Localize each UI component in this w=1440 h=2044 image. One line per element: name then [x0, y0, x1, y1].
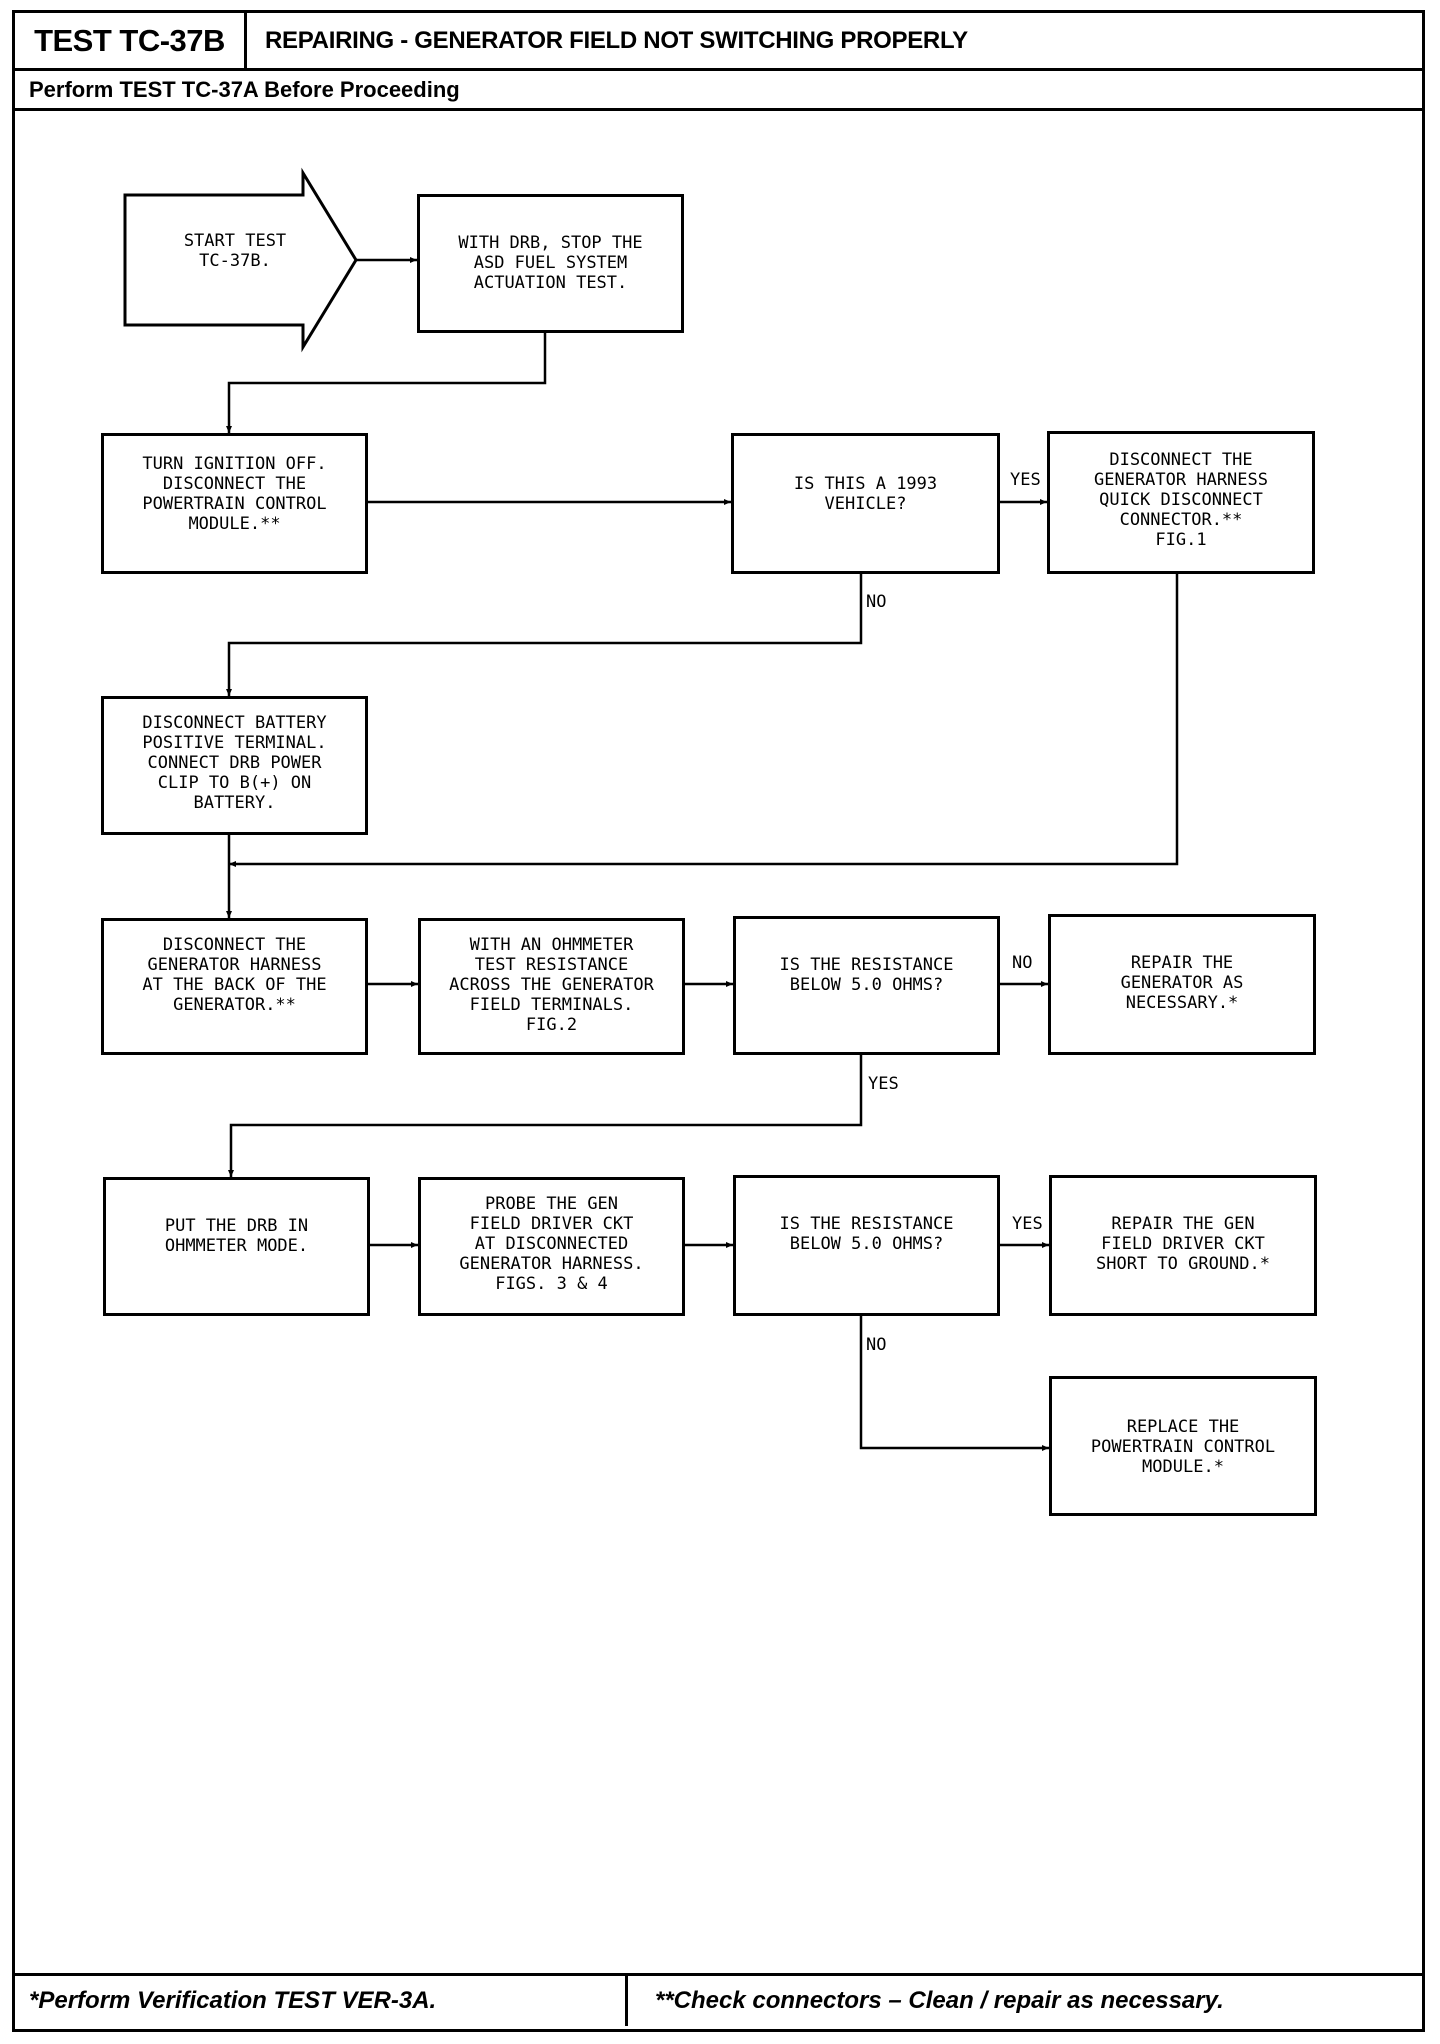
connector-q2-no — [859, 1316, 1049, 1451]
step-disconnect-battery: DISCONNECT BATTERY POSITIVE TERMINAL. CO… — [101, 696, 368, 835]
connector-quick-to-merge — [229, 574, 1179, 867]
step-ohmmeter-test: WITH AN OHMMETER TEST RESISTANCE ACROSS … — [418, 918, 685, 1055]
step-ignition-off: TURN IGNITION OFF. DISCONNECT THE POWERT… — [101, 433, 368, 574]
step-repair-generator: REPAIR THE GENERATOR AS NECESSARY.* — [1048, 914, 1316, 1055]
start-test-label: START TEST TC-37B. — [183, 231, 287, 271]
decision-resistance-2: IS THE RESISTANCE BELOW 5.0 OHMS? — [733, 1175, 1000, 1316]
connector-1993-no — [226, 574, 863, 696]
test-title: REPAIRING - GENERATOR FIELD NOT SWITCHIN… — [265, 26, 968, 54]
connector-q1-yes — [228, 1055, 863, 1177]
footer-divider — [625, 1976, 628, 2026]
footer-bar: *Perform Verification TEST VER-3A. **Che… — [15, 1973, 1422, 2029]
step-stop-asd-test: WITH DRB, STOP THE ASD FUEL SYSTEM ACTUA… — [417, 194, 684, 333]
step-disconnect-quick-connector: DISCONNECT THE GENERATOR HARNESS QUICK D… — [1047, 431, 1315, 574]
decision-resistance-1: IS THE RESISTANCE BELOW 5.0 OHMS? — [733, 916, 1000, 1055]
label-yes-resistance-1: YES — [868, 1074, 899, 1094]
label-yes-resistance-2: YES — [1012, 1214, 1043, 1234]
prerequisite-note: Perform TEST TC-37A Before Proceeding — [15, 71, 1422, 111]
step-replace-pcm: REPLACE THE POWERTRAIN CONTROL MODULE.* — [1049, 1376, 1317, 1516]
label-no-1993: NO — [866, 592, 887, 612]
label-no-resistance-2: NO — [866, 1335, 887, 1355]
label-yes-1993: YES — [1010, 470, 1041, 490]
step-repair-short-to-ground: REPAIR THE GEN FIELD DRIVER CKT SHORT TO… — [1049, 1175, 1317, 1316]
step-disconnect-harness-back: DISCONNECT THE GENERATOR HARNESS AT THE … — [101, 918, 368, 1055]
test-id: TEST TC-37B — [15, 13, 247, 68]
footer-verification-note: *Perform Verification TEST VER-3A. — [29, 1987, 437, 2014]
header-bar: TEST TC-37B REPAIRING - GENERATOR FIELD … — [15, 13, 1422, 71]
step-probe-gen-field: PROBE THE GEN FIELD DRIVER CKT AT DISCON… — [418, 1177, 685, 1316]
footer-connector-note: **Check connectors – Clean / repair as n… — [655, 1987, 1224, 2014]
step-drb-ohmmeter-mode: PUT THE DRB IN OHMMETER MODE. — [103, 1177, 370, 1316]
label-no-resistance-1: NO — [1012, 953, 1033, 973]
start-arrow-shape — [123, 167, 358, 353]
decision-1993-vehicle: IS THIS A 1993 VEHICLE? — [731, 433, 1000, 574]
connector-stop-to-ignition — [226, 332, 547, 433]
